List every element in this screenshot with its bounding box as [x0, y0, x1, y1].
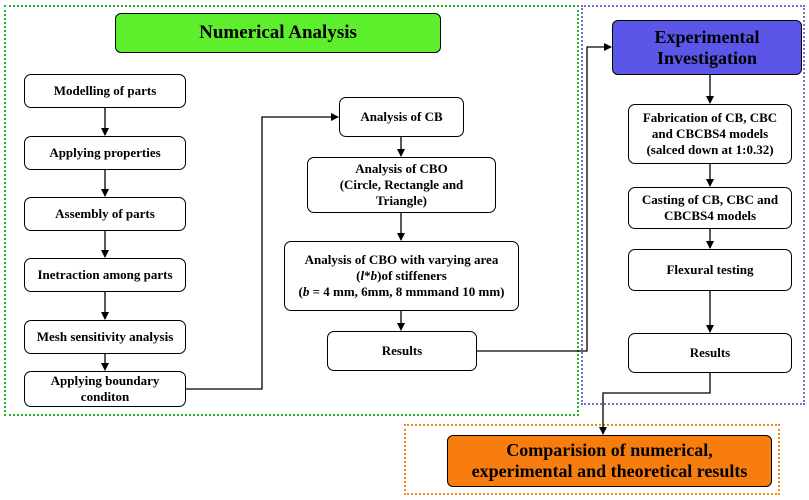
fabrication-box: Fabrication of CB, CBC and CBCBS4 models…: [628, 104, 792, 164]
modelling-of-parts-box: Modelling of parts: [24, 74, 186, 108]
interaction-among-parts-box: Inetraction among parts: [24, 258, 186, 292]
cbo-area-line1: Analysis of CBO with varying area: [304, 252, 499, 267]
comparison-line2: experimental and theoretical results: [471, 461, 748, 481]
interaction-among-parts-label: Inetraction among parts: [37, 267, 173, 282]
comparison-header: Comparision of numerical, experimental a…: [447, 435, 772, 487]
modelling-of-parts-label: Modelling of parts: [53, 83, 157, 98]
casting-box: Casting of CB, CBC and CBCBS4 models: [628, 187, 792, 229]
applying-properties-box: Applying properties: [24, 136, 186, 170]
numerical-results-box: Results: [327, 331, 477, 371]
assembly-of-parts-box: Assembly of parts: [24, 197, 186, 231]
applying-boundary-line2: conditon: [80, 389, 130, 404]
comparison-region: [404, 424, 780, 495]
experimental-results-box: Results: [628, 333, 792, 373]
cbo-area-b: b: [370, 268, 378, 283]
analysis-of-cbo-line1: Analysis of CBO: [355, 161, 448, 176]
numerical-analysis-title: Numerical Analysis: [199, 22, 357, 43]
comparison-line1: Comparision of numerical,: [506, 440, 713, 460]
applying-boundary-line1: Applying boundary: [50, 373, 160, 388]
fabrication-line3: (salced down at 1:0.32): [646, 142, 774, 157]
arrow-boundary-to-cb: [186, 113, 339, 390]
experimental-title-line1: Experimental: [654, 26, 760, 47]
experimental-title-line2: Investigation: [656, 47, 757, 68]
flexural-testing-label: Flexural testing: [666, 262, 754, 277]
flexural-testing-box: Flexural testing: [628, 249, 792, 291]
numerical-analysis-header: Numerical Analysis: [115, 13, 441, 53]
cbo-area-close: )of stiffeners: [377, 268, 447, 283]
mesh-sensitivity-label: Mesh sensitivity analysis: [36, 329, 174, 344]
cbo-area-l: l: [360, 268, 365, 283]
experimental-results-label: Results: [689, 345, 731, 360]
mesh-sensitivity-box: Mesh sensitivity analysis: [24, 320, 186, 354]
fabrication-line1: Fabrication of CB, CBC: [642, 110, 778, 125]
analysis-of-cb-box: Analysis of CB: [339, 97, 464, 137]
cbo-area-rest: = 4 mm, 6mm, 8 mmmand 10 mm): [309, 284, 505, 299]
analysis-of-cb-label: Analysis of CB: [360, 109, 443, 124]
assembly-of-parts-label: Assembly of parts: [55, 206, 155, 221]
fabrication-line2: and CBCBS4 models: [651, 126, 769, 141]
cbo-area-line3: (b = 4 mm, 6mm, 8 mmmand 10 mm): [298, 284, 505, 299]
cbo-area-open: (: [356, 268, 361, 283]
experimental-investigation-region: [581, 5, 805, 405]
analysis-of-cbo-box: Analysis of CBO (Circle, Rectangle and T…: [307, 157, 496, 213]
casting-line1: Casting of CB, CBC and: [641, 192, 779, 207]
numerical-results-label: Results: [381, 343, 423, 358]
analysis-of-cbo-line3: Triangle): [375, 193, 427, 208]
numerical-analysis-region: [4, 5, 579, 416]
cbo-area-star: *: [364, 268, 371, 283]
arrow-results-to-comparison: [599, 373, 711, 435]
experimental-investigation-header: Experimental Investigation: [612, 20, 802, 75]
casting-line2: CBCBS4 models: [663, 208, 757, 223]
arrow-results-to-experimental: [477, 43, 612, 352]
applying-boundary-box: Applying boundary conditon: [24, 371, 186, 407]
analysis-of-cbo-area-box: Analysis of CBO with varying area (l*b)o…: [284, 241, 519, 311]
applying-properties-label: Applying properties: [49, 145, 161, 160]
analysis-of-cbo-line2: (Circle, Rectangle and: [339, 177, 464, 192]
cbo-area-b2: b: [302, 284, 310, 299]
cbo-area-line2: (l*b)of stiffeners: [298, 268, 504, 284]
